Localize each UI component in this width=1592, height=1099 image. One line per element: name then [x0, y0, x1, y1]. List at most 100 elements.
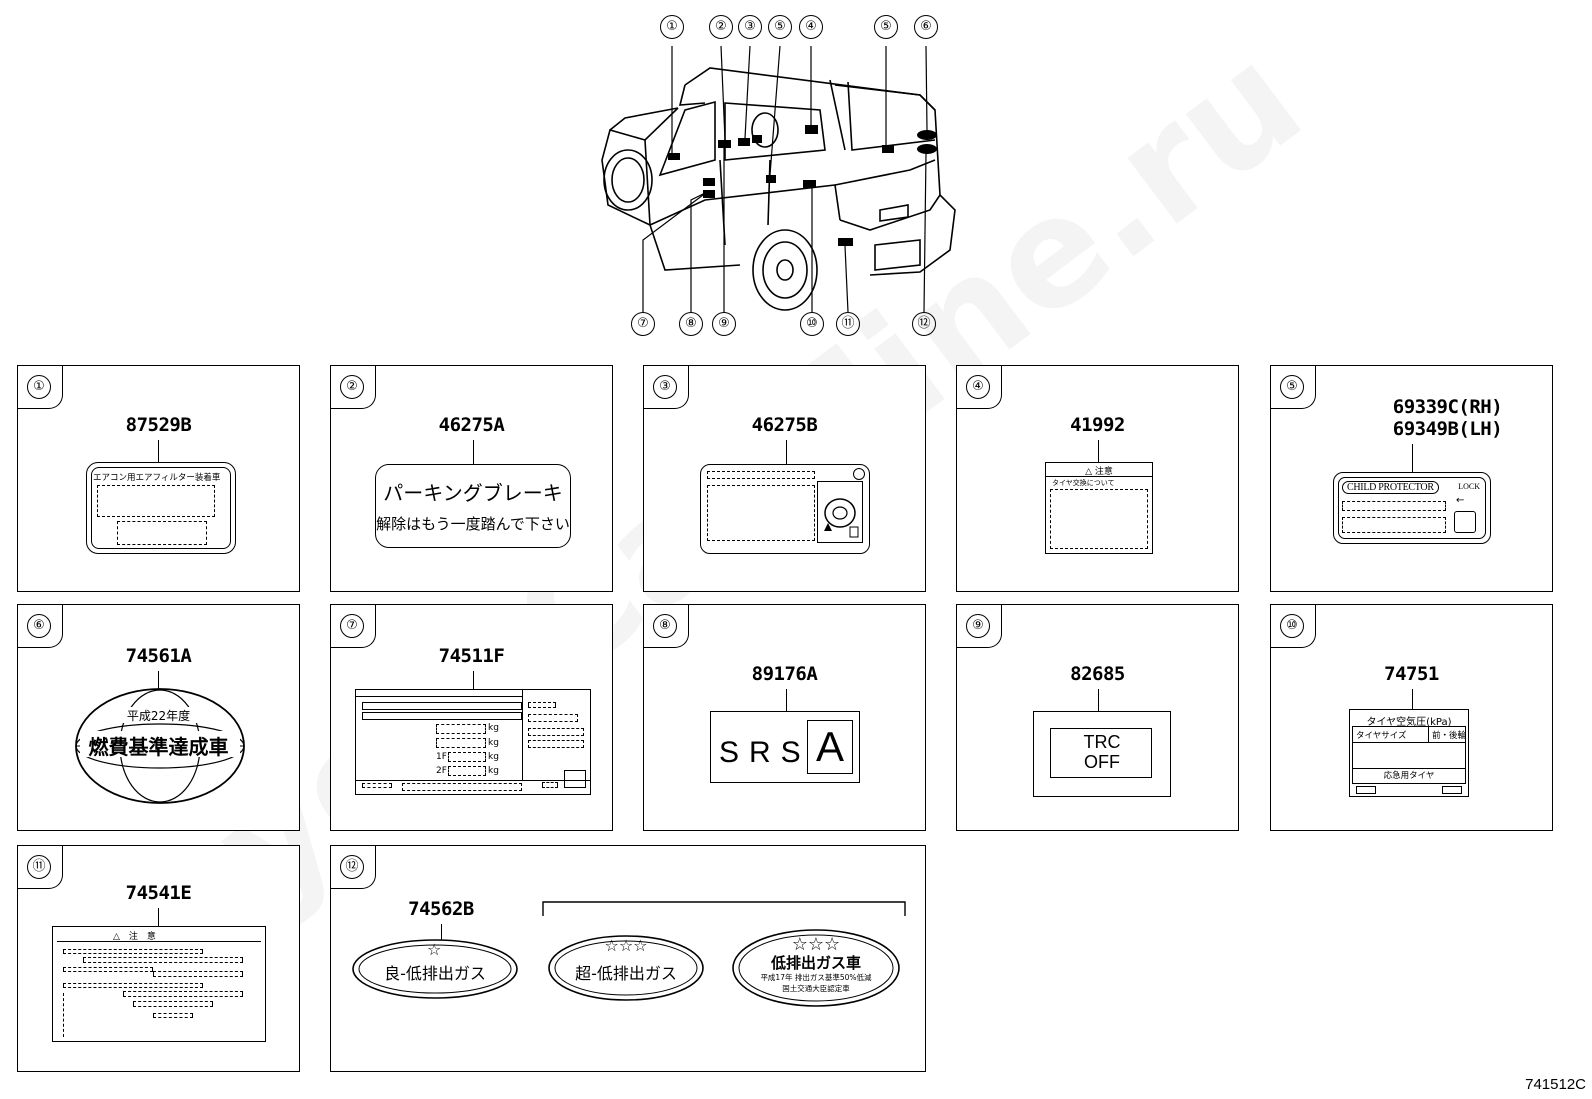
- callout-8: ⑧: [679, 312, 703, 336]
- panel-8-part-number: 89176A: [751, 663, 818, 685]
- panel-12-oval-2: [548, 935, 704, 1001]
- panel-8-srs: SRS: [719, 736, 811, 769]
- panel-12-stars-3: ☆☆☆: [791, 934, 841, 955]
- panel-12-oval-3-line2: 国土交通大臣認定車: [782, 984, 850, 993]
- panel-5-label: CHILD PROTECTOR LOCK ←: [1333, 472, 1491, 544]
- panel-10-part-number: 74751: [1384, 663, 1439, 685]
- panel-12-number: ⑫: [340, 855, 364, 879]
- panel-12-part-number: 74562B: [408, 898, 474, 920]
- panel-4: ④ 41992 △ 注意 タイヤ交換について: [956, 365, 1239, 592]
- panel-12-star-1: ☆: [427, 940, 442, 959]
- panel-11-label: △ 注 意: [52, 926, 266, 1042]
- panel-11-number: ⑪: [27, 855, 51, 879]
- panel-7-part-number: 74511F: [438, 645, 505, 667]
- callout-11: ⑪: [836, 312, 860, 336]
- panel-10-number: ⑩: [1280, 614, 1304, 638]
- panel-6-part-number: 74561A: [125, 645, 192, 667]
- panel-10-row: 応急用タイヤ: [1383, 771, 1435, 781]
- panel-12-stars-2: ☆☆☆: [604, 936, 648, 955]
- panel-10-col2: 前・後輪: [1432, 731, 1467, 741]
- panel-7-kg4: kg: [488, 766, 499, 776]
- callout-5a: ⑤: [768, 15, 792, 39]
- panel-11-part-number: 74541E: [125, 882, 192, 904]
- callout-7: ⑦: [631, 312, 655, 336]
- panel-2-label: パーキングブレーキ 解除はもう一度踏んで下さい: [375, 464, 571, 548]
- panel-6-number: ⑥: [27, 614, 51, 638]
- panel-10-title: タイヤ空気圧(kPa): [1366, 717, 1452, 728]
- diagram-reference-code: 741512C: [1525, 1076, 1586, 1093]
- panel-7-kg2: kg: [488, 738, 499, 748]
- panel-9-part-number: 82685: [1070, 663, 1125, 685]
- panel-1-label-text: エアコン用エアフィルター装着車: [93, 473, 221, 483]
- panel-7-kg1: kg: [488, 723, 499, 733]
- panel-5-part-number-rh: 69339C(RH): [1392, 396, 1503, 418]
- panel-1: ① 87529B エアコン用エアフィルター装着車: [17, 365, 300, 592]
- panel-3-label: [700, 464, 870, 554]
- callout-4: ④: [799, 15, 823, 39]
- panel-4-sub: タイヤ交換について: [1052, 479, 1115, 487]
- panel-2-line1: パーキングブレーキ: [383, 481, 563, 505]
- panel-1-part-number: 87529B: [125, 414, 192, 436]
- panel-4-number: ④: [966, 375, 990, 399]
- panel-9-trc: TRC: [1083, 732, 1121, 752]
- panel-2: ② 46275A パーキングブレーキ 解除はもう一度踏んで下さい: [330, 365, 613, 592]
- panel-4-part-number: 41992: [1070, 414, 1125, 436]
- panel-12-oval-3-line1: 平成17年 排出ガス基準50%低減: [760, 973, 872, 982]
- panel-5-number: ⑤: [1280, 375, 1304, 399]
- panel-10-label: タイヤ空気圧(kPa) タイヤサイズ 前・後輪 応急用タイヤ: [1349, 709, 1469, 797]
- callout-6: ⑥: [914, 15, 938, 39]
- panel-6-main-text: 燃費基準達成車: [88, 735, 229, 759]
- callout-10: ⑩: [800, 312, 824, 336]
- callout-5b: ⑤: [874, 15, 898, 39]
- panel-7-2f: 2F: [436, 766, 447, 776]
- panel-2-part-number: 46275A: [438, 414, 505, 436]
- panel-11-header: △ 注 意: [113, 932, 156, 942]
- panel-2-number: ②: [340, 375, 364, 399]
- steering-wheel-icon: [824, 498, 859, 538]
- callout-9: ⑨: [712, 312, 736, 336]
- panel-6-emblem: [75, 688, 245, 804]
- callout-2: ②: [709, 15, 733, 39]
- panel-7-kg3: kg: [488, 752, 499, 762]
- panel-9-number: ⑨: [966, 614, 990, 638]
- panel-12: ⑫ 74562B ☆ 良-低排出ガス ☆☆☆ 超-低排出ガス ☆☆☆ 低排出ガス…: [330, 845, 926, 1072]
- panel-4-label: △ 注意 タイヤ交換について: [1045, 462, 1153, 554]
- panel-5: ⑤ 69339C(RH) 69349B(LH) CHILD PROTECTOR …: [1270, 365, 1553, 592]
- panel-1-label: エアコン用エアフィルター装着車: [86, 462, 236, 554]
- panel-4-header: △ 注意: [1046, 464, 1152, 477]
- callout-1: ①: [660, 15, 684, 39]
- panel-7-1f: 1F: [436, 752, 447, 762]
- panel-8-a: A: [807, 720, 853, 774]
- panel-12-oval-3-title: 低排出ガス車: [770, 954, 861, 972]
- panel-6-top-text: 平成22年度: [126, 709, 191, 723]
- panel-11: ⑪ 74541E △ 注 意: [17, 845, 300, 1072]
- panel-3-number: ③: [653, 375, 677, 399]
- panel-6: ⑥ 74561A 平成22年度 燃費基準達成車: [17, 604, 300, 831]
- panel-5-part-number-lh: 69349B(LH): [1392, 418, 1503, 440]
- panel-5-lock: LOCK: [1458, 482, 1480, 491]
- panel-7: ⑦ 74511F kg kg kg kg 1F 2F: [330, 604, 613, 831]
- panel-10: ⑩ 74751 タイヤ空気圧(kPa) タイヤサイズ 前・後輪 応急用タイヤ: [1270, 604, 1553, 831]
- callout-3: ③: [738, 15, 762, 39]
- panel-3: ③ 46275B: [643, 365, 926, 592]
- panel-9-off: OFF: [1084, 752, 1120, 772]
- panel-7-number: ⑦: [340, 614, 364, 638]
- panel-8-number: ⑧: [653, 614, 677, 638]
- callout-12: ⑫: [912, 312, 936, 336]
- panel-12-oval-1: [352, 939, 518, 999]
- vehicle-diagram: [601, 45, 956, 313]
- panel-12-oval-1-text: 良-低排出ガス: [384, 964, 486, 983]
- panel-3-part-number: 46275B: [751, 414, 818, 436]
- panel-5-banner: CHILD PROTECTOR: [1342, 481, 1439, 494]
- panel-12-oval-2-text: 超-低排出ガス: [575, 964, 677, 983]
- panel-7-label: kg kg kg kg 1F 2F: [355, 689, 591, 795]
- panel-9-label: TRC OFF: [1033, 711, 1171, 797]
- panel-9: ⑨ 82685 TRC OFF: [956, 604, 1239, 831]
- panel-10-col1: タイヤサイズ: [1356, 731, 1407, 741]
- panel-8-label: SRS A: [710, 711, 860, 783]
- panel-2-line2: 解除はもう一度踏んで下さい: [376, 515, 570, 533]
- panel-1-number: ①: [27, 375, 51, 399]
- panel-8: ⑧ 89176A SRS A: [643, 604, 926, 831]
- panel-12-bracket: [542, 901, 906, 916]
- panel-12-oval-3: [732, 929, 900, 1007]
